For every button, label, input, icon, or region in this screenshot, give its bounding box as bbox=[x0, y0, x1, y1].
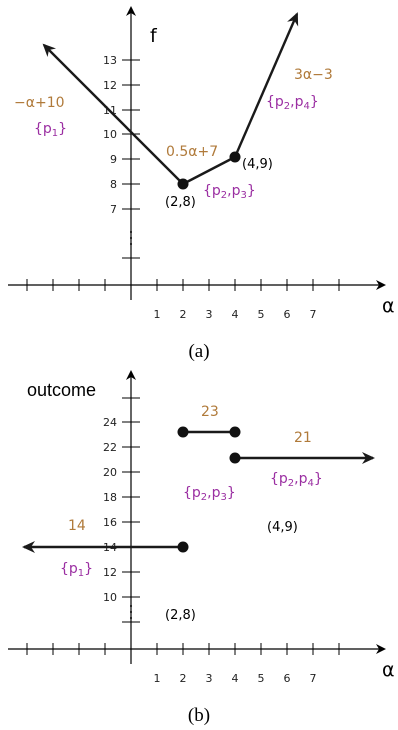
panel-a-y-ticks bbox=[122, 59, 140, 259]
panel-a-right-segment bbox=[233, 12, 299, 158]
panel-b-left-value: 14 bbox=[68, 518, 86, 534]
y-tick-label: 8 bbox=[110, 178, 117, 191]
panel-a-point-label-4-9: (4,9) bbox=[242, 157, 273, 172]
x-tick-label: 6 bbox=[284, 308, 291, 321]
panel-a-left-set: {p1} bbox=[34, 121, 67, 139]
x-tick-label: 4 bbox=[232, 672, 239, 685]
panel-a-caption: (a) bbox=[188, 341, 209, 362]
panel-b-middle-set: {p2,p3} bbox=[183, 485, 236, 503]
panel-a-point-4-9 bbox=[229, 151, 241, 163]
panel-a-x-ticks bbox=[26, 279, 340, 291]
panel-b: 1 2 3 4 5 6 7 α 10 12 14 16 18 bbox=[8, 370, 395, 726]
panel-b-middle-value: 23 bbox=[201, 404, 219, 420]
panel-b-y-axis-label: outcome bbox=[27, 380, 96, 400]
x-tick-label: 7 bbox=[310, 672, 317, 685]
x-tick-label: 6 bbox=[284, 672, 291, 685]
x-tick-label: 5 bbox=[258, 308, 265, 321]
y-tick-label: 24 bbox=[103, 416, 117, 429]
x-tick-label: 1 bbox=[154, 308, 161, 321]
y-tick-label: 16 bbox=[103, 516, 117, 529]
x-tick-label: 1 bbox=[154, 672, 161, 685]
y-tick-label: 13 bbox=[103, 54, 117, 67]
x-tick-label: 2 bbox=[180, 672, 187, 685]
panel-a-point-label-2-8: (2,8) bbox=[165, 195, 196, 210]
panel-a-y-tick-labels: 7 8 9 10 11 12 13 bbox=[103, 54, 117, 216]
x-tick-label: 4 bbox=[232, 308, 239, 321]
x-tick-label: 2 bbox=[180, 308, 187, 321]
x-tick-label: 3 bbox=[206, 672, 213, 685]
panel-b-right-set: {p2,p4} bbox=[270, 471, 323, 489]
panel-b-middle-end bbox=[229, 426, 241, 438]
panel-a-middle-segment bbox=[182, 155, 236, 186]
panel-b-x-axis-letter: α bbox=[382, 659, 395, 681]
y-tick-label: 9 bbox=[110, 153, 117, 166]
panel-b-x-ticks bbox=[26, 643, 340, 655]
y-tick-label: 12 bbox=[103, 79, 117, 92]
x-tick-label: 3 bbox=[206, 308, 213, 321]
panel-b-left-endpoint bbox=[177, 541, 189, 553]
y-tick-label: 20 bbox=[103, 466, 117, 479]
panel-b-point-label-2-8: (2,8) bbox=[165, 608, 196, 623]
panel-a-middle-expression: 0.5α+7 bbox=[166, 144, 218, 160]
panel-b-left-set: {p1} bbox=[60, 561, 93, 579]
panel-a-left-segment bbox=[42, 43, 184, 185]
y-tick-label: 22 bbox=[103, 441, 117, 454]
panel-b-x-tick-labels: 1 2 3 4 5 6 7 bbox=[154, 672, 317, 685]
panel-a-x-tick-labels: 1 2 3 4 5 6 7 bbox=[154, 308, 317, 321]
panel-b-axis-break bbox=[130, 605, 132, 619]
x-tick-label: 5 bbox=[258, 672, 265, 685]
panel-a: 1 2 3 4 5 6 7 α 7 8 9 10 11 12 13 bbox=[8, 6, 395, 362]
panel-b-middle-start bbox=[177, 426, 189, 438]
panel-a-x-axis-letter: α bbox=[382, 295, 395, 317]
y-tick-label: 12 bbox=[103, 566, 117, 579]
panel-b-point-label-4-9: (4,9) bbox=[267, 520, 298, 535]
y-tick-label: 18 bbox=[103, 491, 117, 504]
y-tick-label: 7 bbox=[110, 203, 117, 216]
panel-a-middle-set: {p2,p3} bbox=[203, 183, 256, 201]
panel-b-right-start bbox=[229, 452, 241, 464]
panel-a-right-set: {p2,p4} bbox=[266, 94, 319, 112]
panel-b-right-value: 21 bbox=[294, 430, 312, 446]
y-tick-label: 10 bbox=[103, 591, 117, 604]
panel-b-y-tick-labels: 10 12 14 16 18 20 22 24 bbox=[103, 416, 117, 604]
panel-a-axis-break bbox=[130, 231, 132, 245]
panel-a-point-2-8 bbox=[177, 178, 189, 190]
panel-a-y-axis-letter: f bbox=[150, 25, 158, 47]
panel-b-caption: (b) bbox=[188, 705, 210, 726]
panel-a-left-expression: −α+10 bbox=[14, 95, 65, 111]
panel-a-right-expression: 3α−3 bbox=[294, 67, 333, 83]
y-tick-label: 10 bbox=[103, 128, 117, 141]
x-tick-label: 7 bbox=[310, 308, 317, 321]
